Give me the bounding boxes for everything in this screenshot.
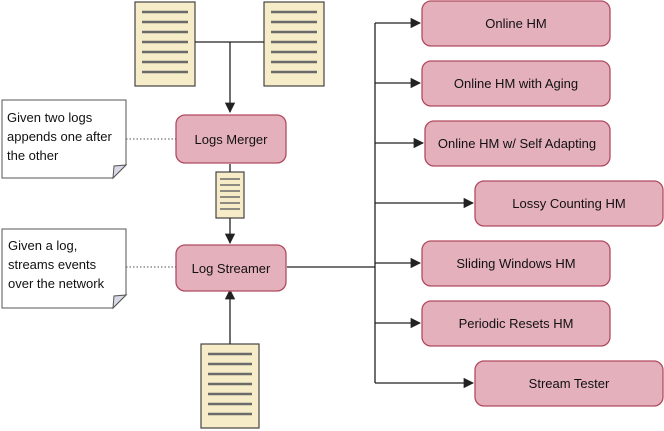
lossy-counting-hm-node: Lossy Counting HM <box>474 180 664 227</box>
input-log-document-bottom <box>200 343 260 429</box>
stream-tester-label: Stream Tester <box>529 376 610 391</box>
online-hm-aging-label: Online HM with Aging <box>454 76 578 91</box>
logs-merger-node: Logs Merger <box>175 114 287 164</box>
streamer-note-line-3: over the network <box>8 276 105 291</box>
log-streamer-label: Log Streamer <box>192 261 271 276</box>
online-hm-self-adapting-node: Online HM w/ Self Adapting <box>424 120 611 167</box>
log-streamer-node: Log Streamer <box>175 244 287 292</box>
streamer-note: Given a log, streams events over the net… <box>1 228 128 310</box>
merge-connector <box>195 41 264 114</box>
logs-merger-label: Logs Merger <box>195 132 269 147</box>
merger-note-line-1: Given two logs <box>7 110 93 125</box>
fanout-connector <box>287 17 475 389</box>
online-hm-label: Online HM <box>485 16 546 31</box>
merger-note: Given two logs appends one after the oth… <box>1 99 128 180</box>
stream-tester-node: Stream Tester <box>474 360 664 407</box>
sliding-windows-hm-label: Sliding Windows HM <box>456 256 575 271</box>
online-hm-aging-node: Online HM with Aging <box>421 60 611 107</box>
input-log-document-left <box>134 1 196 87</box>
lossy-counting-hm-label: Lossy Counting HM <box>512 196 625 211</box>
online-hm-self-adapting-label: Online HM w/ Self Adapting <box>438 136 596 151</box>
streamer-note-line-2: streams events <box>8 257 97 272</box>
sliding-windows-hm-node: Sliding Windows HM <box>421 240 611 287</box>
merger-note-line-3: the other <box>7 148 59 163</box>
streamer-note-line-1: Given a log, <box>8 238 77 253</box>
merged-log-document <box>215 171 245 219</box>
merger-note-line-2: appends one after <box>7 129 112 144</box>
periodic-resets-hm-node: Periodic Resets HM <box>421 300 611 347</box>
input-log-document-right <box>263 1 325 87</box>
online-hm-node: Online HM <box>421 0 611 47</box>
periodic-resets-hm-label: Periodic Resets HM <box>459 316 574 331</box>
